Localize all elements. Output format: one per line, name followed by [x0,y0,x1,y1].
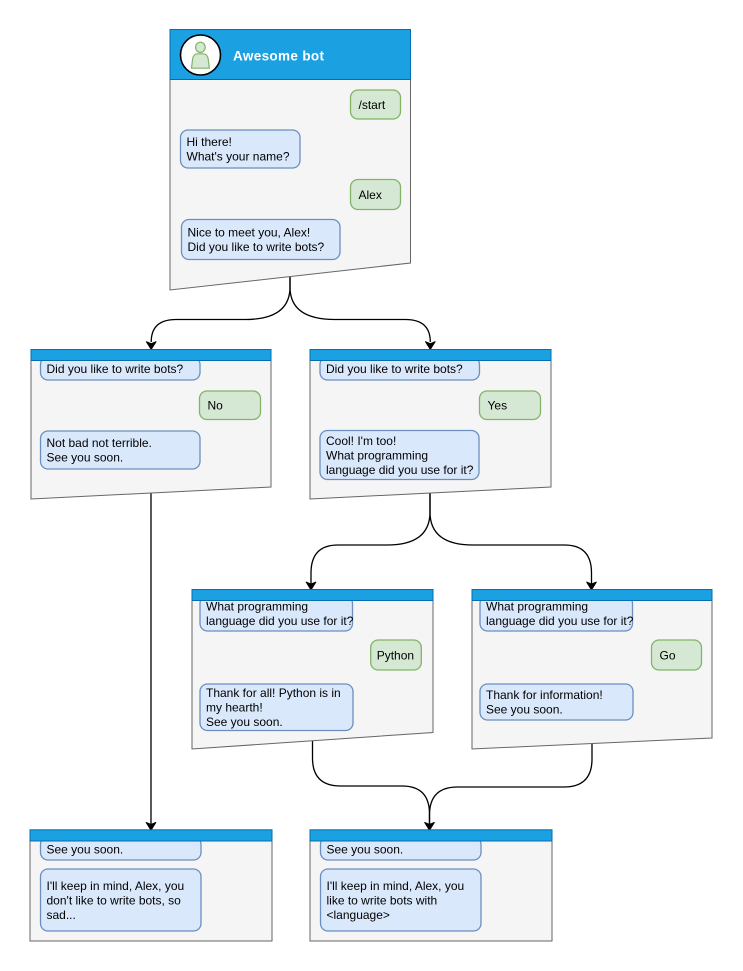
svg-text:I'll keep in mind, Alex, you: I'll keep in mind, Alex, you [47,879,185,893]
svg-text:Go: Go [660,648,676,662]
svg-text:What programming: What programming [326,448,428,462]
svg-text:I'll keep in mind, Alex, you: I'll keep in mind, Alex, you [327,879,465,893]
svg-text:Hi there!: Hi there! [187,135,232,149]
svg-text:language did you use for it?: language did you use for it? [326,463,474,477]
svg-text:sad...: sad... [47,908,76,922]
svg-text:Nice to meet you, Alex!: Nice to meet you, Alex! [188,226,311,240]
svg-text:See you soon.: See you soon. [486,703,563,717]
svg-text:See you soon.: See you soon. [47,842,124,856]
svg-text:No: No [208,399,224,413]
svg-text:Yes: Yes [488,399,508,413]
svg-text:What programming: What programming [206,600,308,614]
svg-text:Awesome bot: Awesome bot [233,49,325,64]
svg-text:What programming: What programming [486,600,588,614]
svg-text:don't like to write bots, so: don't like to write bots, so [47,893,182,907]
svg-text:Alex: Alex [359,188,382,202]
svg-text:like to write bots with: like to write bots with [327,893,438,907]
svg-text:<language>: <language> [327,908,390,922]
svg-text:Thank for information!: Thank for information! [486,688,603,702]
svg-text:See you soon.: See you soon. [47,451,124,465]
svg-text:Cool! I'm too!: Cool! I'm too! [326,434,396,448]
svg-text:Did you like to write bots?: Did you like to write bots? [47,362,184,376]
svg-text:What's your name?: What's your name? [187,150,290,164]
svg-text:See you soon.: See you soon. [327,842,404,856]
svg-text:See you soon.: See you soon. [206,715,283,729]
svg-text:Not bad not terrible.: Not bad not terrible. [47,436,152,450]
svg-text:Did you like to write bots?: Did you like to write bots? [326,362,463,376]
svg-text:my hearth!: my hearth! [206,701,263,715]
svg-text:language did you use for it?: language did you use for it? [486,614,634,628]
svg-text:Python: Python [377,648,414,662]
svg-text:/start: /start [359,98,386,112]
svg-text:Did you like to write bots?: Did you like to write bots? [188,240,325,254]
svg-text:language did you use for it?: language did you use for it? [206,614,354,628]
svg-text:Thank for all! Python is in: Thank for all! Python is in [206,686,341,700]
